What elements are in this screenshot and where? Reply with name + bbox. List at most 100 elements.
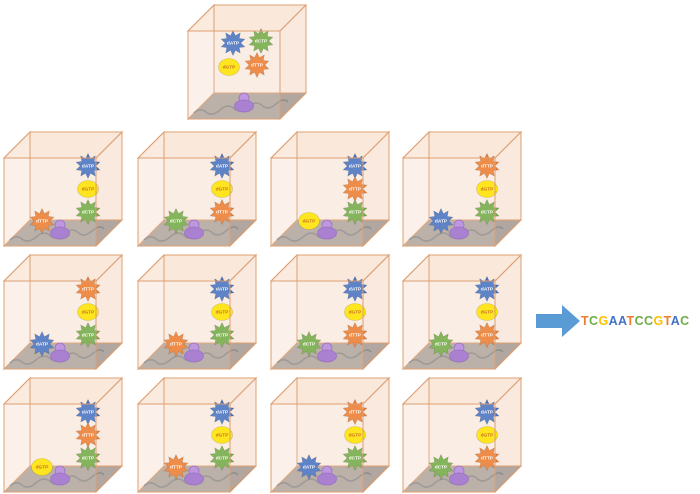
- dctp-icon: dCTP: [163, 207, 189, 235]
- svg-text:dCTP: dCTP: [303, 342, 316, 348]
- svg-text:dATP: dATP: [349, 164, 362, 170]
- reaction-cube: dATP dGTP dCTP dTTP: [136, 376, 258, 494]
- cube-front-face: [187, 30, 281, 120]
- dgtp-icon: dGTP: [476, 303, 498, 321]
- svg-text:dGTP: dGTP: [481, 187, 495, 193]
- cube-front-face: [402, 403, 496, 493]
- svg-text:dTTP: dTTP: [170, 342, 183, 348]
- dctp-icon: dCTP: [296, 330, 322, 358]
- svg-text:dATP: dATP: [36, 342, 49, 348]
- dgtp-icon: dGTP: [211, 303, 233, 321]
- polymerase-icon: [184, 219, 204, 240]
- svg-text:dGTP: dGTP: [82, 187, 96, 193]
- dgtp-icon: dGTP: [476, 426, 498, 444]
- polymerase-icon: [50, 219, 70, 240]
- svg-text:dCTP: dCTP: [216, 456, 229, 462]
- sequence-base-A: A: [670, 314, 681, 328]
- datp-icon: dATP: [220, 29, 246, 57]
- right-arrow-shape: [536, 305, 580, 337]
- svg-text:dCTP: dCTP: [349, 456, 362, 462]
- output-sequence: TCGAATCCGTAC: [581, 313, 690, 329]
- svg-text:dGTP: dGTP: [82, 310, 96, 316]
- svg-text:dATP: dATP: [82, 164, 95, 170]
- svg-text:dGTP: dGTP: [303, 219, 317, 225]
- svg-text:dATP: dATP: [82, 410, 95, 416]
- sequence-base-T: T: [626, 314, 635, 328]
- sequence-base-C: C: [589, 314, 599, 328]
- svg-text:dTTP: dTTP: [481, 164, 494, 170]
- svg-text:dTTP: dTTP: [216, 210, 229, 216]
- svg-text:dATP: dATP: [216, 164, 229, 170]
- svg-text:dGTP: dGTP: [349, 433, 363, 439]
- polymerase-icon: [449, 342, 469, 363]
- cube-front-face: [3, 157, 97, 247]
- svg-text:dGTP: dGTP: [223, 65, 237, 71]
- sequencing-cube-step-04: dTTP dGTP dCTP dATP: [401, 130, 523, 248]
- svg-text:dTTP: dTTP: [481, 333, 494, 339]
- svg-text:dTTP: dTTP: [349, 410, 362, 416]
- svg-text:dTTP: dTTP: [349, 333, 362, 339]
- polymerase-icon: [234, 92, 254, 113]
- sequencing-cube-step-11: dTTP dGTP dCTP dATP: [269, 376, 391, 494]
- sequencing-cube-step-10: dATP dGTP dCTP dTTP: [136, 376, 258, 494]
- svg-text:dATP: dATP: [481, 410, 494, 416]
- polymerase-icon: [317, 219, 337, 240]
- cube-front-face: [3, 280, 97, 370]
- datp-icon: dATP: [29, 330, 55, 358]
- svg-text:dTTP: dTTP: [349, 187, 362, 193]
- reaction-cube: dATP dGTP dTTP dCTP: [401, 253, 523, 371]
- dgtp-icon: dGTP: [344, 303, 366, 321]
- svg-text:dCTP: dCTP: [255, 39, 268, 45]
- sequence-base-A: A: [608, 314, 619, 328]
- polymerase-icon: [317, 342, 337, 363]
- cube-front-face: [137, 157, 231, 247]
- svg-text:dCTP: dCTP: [481, 210, 494, 216]
- sequencing-cube-step-08: dATP dGTP dTTP dCTP: [401, 253, 523, 371]
- svg-text:dTTP: dTTP: [170, 465, 183, 471]
- svg-text:dATP: dATP: [481, 287, 494, 293]
- svg-text:dGTP: dGTP: [481, 310, 495, 316]
- dgtp-icon: dGTP: [77, 180, 99, 198]
- svg-text:dTTP: dTTP: [82, 287, 95, 293]
- polymerase-icon: [184, 342, 204, 363]
- cube-front-face: [270, 403, 364, 493]
- svg-text:dATP: dATP: [349, 287, 362, 293]
- reaction-cube: dATP dGTP dTTP dCTP: [136, 130, 258, 248]
- sequence-base-C: C: [644, 314, 654, 328]
- datp-icon: dATP: [428, 207, 454, 235]
- cube-front-face: [270, 157, 364, 247]
- svg-text:dATP: dATP: [227, 41, 240, 47]
- dttp-icon: dTTP: [29, 207, 55, 235]
- sequencing-cube-step-02: dATP dGTP dTTP dCTP: [136, 130, 258, 248]
- dctp-icon: dCTP: [428, 330, 454, 358]
- svg-text:dATP: dATP: [303, 465, 316, 471]
- svg-text:dCTP: dCTP: [82, 456, 95, 462]
- dttp-icon: dTTP: [163, 453, 189, 481]
- polymerase-icon: [449, 219, 469, 240]
- cube-front-face: [137, 280, 231, 370]
- dgtp-icon: dGTP: [298, 212, 320, 230]
- svg-text:dTTP: dTTP: [481, 456, 494, 462]
- dgtp-icon: dGTP: [211, 180, 233, 198]
- svg-text:dCTP: dCTP: [170, 219, 183, 225]
- dgtp-icon: dGTP: [77, 303, 99, 321]
- svg-text:dGTP: dGTP: [216, 187, 230, 193]
- polymerase-icon: [317, 465, 337, 486]
- svg-text:dATP: dATP: [216, 410, 229, 416]
- sequencing-cube-step-07: dATP dGTP dTTP dCTP: [269, 253, 391, 371]
- svg-text:dGTP: dGTP: [216, 433, 230, 439]
- cube-front-face: [137, 403, 231, 493]
- sequence-base-C: C: [680, 314, 690, 328]
- polymerase-icon: [50, 465, 70, 486]
